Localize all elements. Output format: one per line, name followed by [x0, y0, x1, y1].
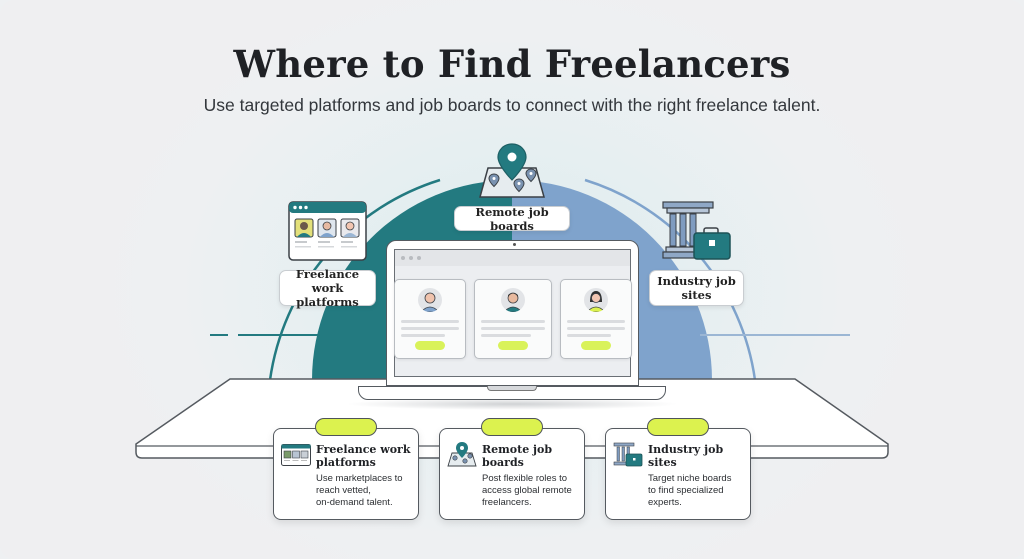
building-briefcase-icon	[660, 200, 732, 267]
laptop-browser-window	[394, 249, 632, 377]
page-title: Where to Find Freelancers	[233, 42, 791, 86]
profile-card[interactable]	[560, 279, 632, 359]
avatar-icon	[584, 288, 608, 312]
browser-title-bar	[395, 250, 630, 266]
label-remote-job-boards: Remote job boards	[454, 205, 570, 233]
profile-action-button[interactable]	[581, 341, 611, 350]
laptop-camera	[512, 243, 516, 246]
browser-profiles-icon	[281, 444, 311, 471]
card-tab	[647, 418, 709, 436]
building-briefcase-icon	[613, 442, 643, 473]
browser-profiles-icon	[288, 201, 368, 266]
profile-action-button[interactable]	[498, 341, 528, 350]
card-tab	[315, 418, 377, 436]
laptop-notch	[487, 386, 537, 391]
profile-card[interactable]	[474, 279, 552, 359]
laptop	[386, 240, 639, 386]
laptop-base	[358, 386, 666, 400]
map-pins-icon	[476, 142, 548, 205]
page-subtitle: Use targeted platforms and job boards to…	[203, 95, 821, 115]
map-pins-icon	[447, 441, 477, 472]
profile-card[interactable]	[394, 279, 466, 359]
avatar-icon	[501, 288, 525, 312]
avatar-icon	[418, 288, 442, 312]
profile-action-button[interactable]	[415, 341, 445, 350]
laptop-shadow	[345, 398, 679, 410]
card-tab	[481, 418, 543, 436]
